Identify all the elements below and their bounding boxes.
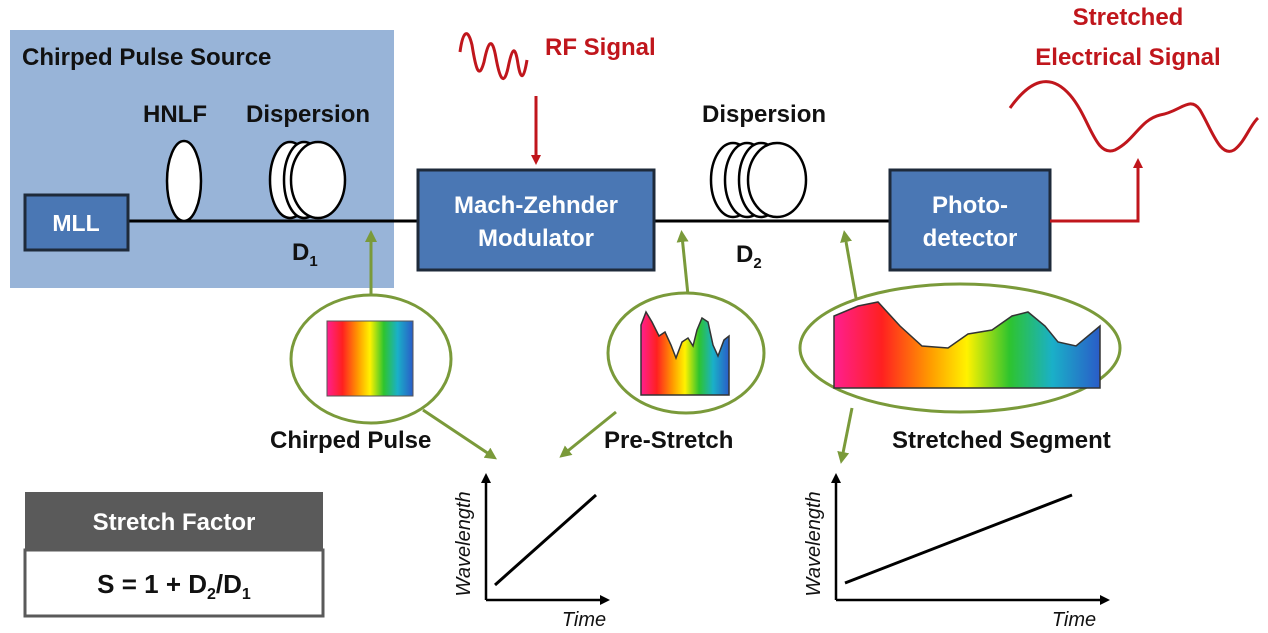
mll-box: [23, 193, 130, 252]
fiber-spool-1-icon: [268, 140, 347, 220]
stretch-factor-box: Stretch Factor S = 1 + D2/D1: [23, 492, 325, 618]
stretched-segment-label: Stretched Segment: [892, 427, 1111, 454]
left-plot-ylabel: Wavelength: [453, 491, 475, 596]
mzm-label-line2: Modulator: [478, 225, 594, 252]
prestretch-pointer-arrow: [676, 230, 690, 296]
stretch-factor-formula: S = 1 + D2/D1: [97, 569, 251, 603]
stretch-factor-header-bg: [25, 492, 323, 550]
stretched-pointer-arrow: [840, 230, 858, 299]
left-wavelength-time-plot: Wavelength Time: [453, 473, 610, 631]
dispersion2-label: Dispersion: [702, 101, 826, 128]
prestretch-spectrum: [640, 310, 730, 396]
right-plot-ylabel: Wavelength: [803, 491, 825, 596]
d1-label: D1: [292, 239, 318, 270]
rf-signal-label: RF Signal: [545, 34, 656, 61]
d2-label: D2: [736, 241, 762, 272]
right-wavelength-time-plot: Wavelength Time: [803, 473, 1110, 631]
stretch-factor-formula-bg: [23, 548, 325, 618]
left-plot-line: [494, 493, 597, 587]
photodetector-label-line2: detector: [923, 225, 1018, 252]
right-plot-line: [844, 493, 1073, 585]
stretched-signal-label-line1: Stretched: [1073, 4, 1184, 31]
prestretch-label: Pre-Stretch: [604, 427, 733, 454]
right-plot-xlabel: Time: [1052, 609, 1096, 631]
mzm-label-line1: Mach-Zehnder: [454, 192, 618, 219]
left-plot-xlabel: Time: [562, 609, 606, 631]
chirped-to-plot-arrow: [422, 408, 497, 460]
photodetector-label-line1: Photo-: [932, 192, 1008, 219]
stretched-electrical-waveform: [1008, 80, 1260, 153]
stretched-to-plot-arrow: [837, 407, 854, 464]
hnlf-label: HNLF: [143, 101, 207, 128]
stretched-signal-label-line2: Electrical Signal: [1035, 44, 1220, 71]
mll-label: MLL: [52, 210, 99, 236]
hnlf-coil-icon: [165, 139, 203, 223]
rf-waveform: [458, 32, 529, 81]
output-signal-line: [1050, 158, 1143, 223]
fiber-spool-2-icon: [709, 141, 808, 219]
stretched-segment-spectrum: [833, 301, 1101, 389]
source-title: Chirped Pulse Source: [22, 44, 271, 71]
chirped-pulse-spectrum: [326, 320, 414, 397]
dispersion1-label: Dispersion: [246, 101, 370, 128]
stretch-factor-title: Stretch Factor: [93, 509, 256, 536]
photodetector-box: [888, 168, 1052, 272]
mach-zehnder-box: [416, 168, 656, 272]
chirped-pulse-label: Chirped Pulse: [270, 427, 431, 454]
prestretch-to-plot-arrow: [559, 410, 617, 458]
